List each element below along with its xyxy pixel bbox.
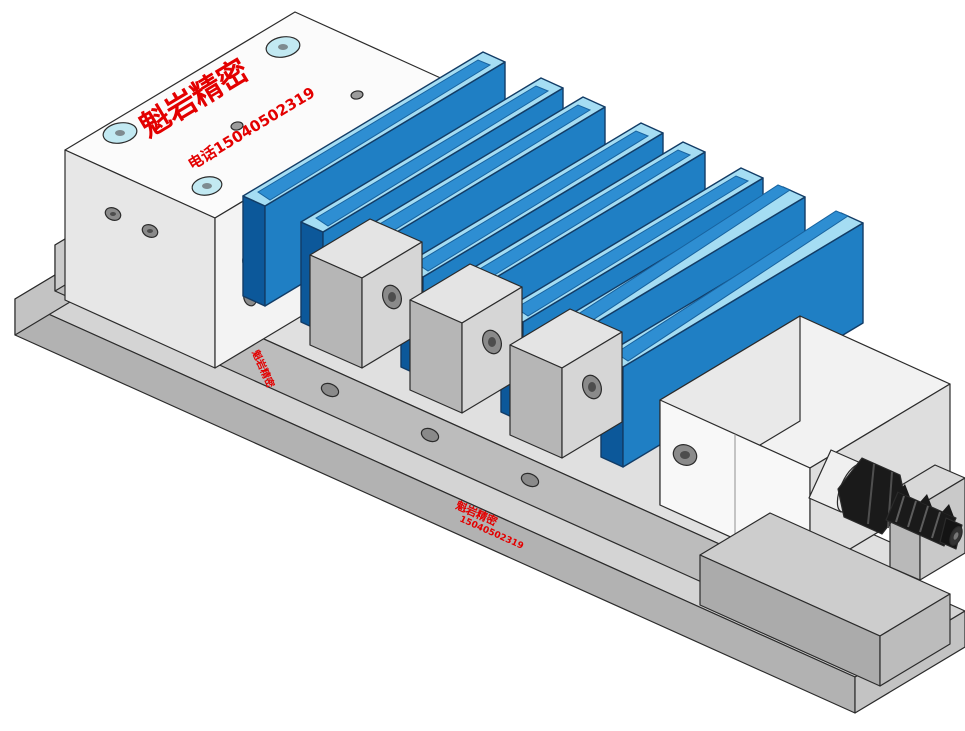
thread-tooth xyxy=(920,494,932,507)
carrier-hole-center xyxy=(488,337,496,347)
carrier-block-2 xyxy=(409,263,523,414)
jaw-top-recess xyxy=(615,210,850,362)
counterbore-hole-center xyxy=(278,44,288,50)
clamp-screw-assembly xyxy=(808,449,963,550)
carrier-hole-center xyxy=(388,292,396,302)
hex-nut-facet-line xyxy=(867,463,875,525)
jaw-end-face xyxy=(242,195,266,307)
jaw-pair-4 xyxy=(542,184,864,468)
top-through-hole xyxy=(230,121,244,131)
base-mounting-hole xyxy=(320,382,340,398)
jaw-top-recess xyxy=(515,175,750,317)
thread-tooth xyxy=(942,504,954,517)
jaw-top-recess xyxy=(415,130,650,272)
jaw-top-recess xyxy=(315,85,550,227)
top-through-hole xyxy=(350,90,364,100)
body-hole-center xyxy=(680,451,690,459)
jaw-top-recess xyxy=(257,59,492,201)
base-mounting-hole xyxy=(420,427,440,443)
carrier-block-3 xyxy=(509,308,623,459)
bracket-base-right-face xyxy=(879,593,951,687)
base-mounting-hole xyxy=(520,472,540,488)
counterbore-hole-center xyxy=(115,130,125,136)
thread-tooth xyxy=(898,484,910,497)
thread-lines xyxy=(895,495,941,539)
screw-tip-hole xyxy=(953,532,959,540)
carrier-block-1 xyxy=(309,218,423,369)
left-face-hole-center xyxy=(110,212,116,216)
left-face-hole-center xyxy=(147,229,153,233)
lead-screw-shaft xyxy=(885,491,957,547)
counterbore-hole-center xyxy=(202,183,212,189)
carrier-hole-center xyxy=(588,382,596,392)
